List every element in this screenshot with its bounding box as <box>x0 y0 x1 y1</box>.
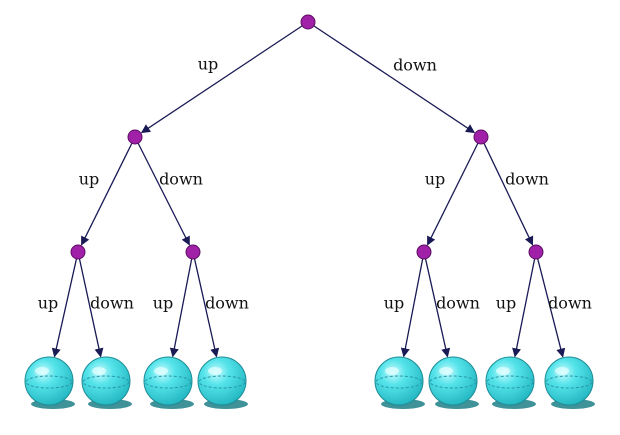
leaf-body <box>485 356 535 406</box>
branch-label-up: up <box>425 170 446 189</box>
edge-down <box>424 258 451 358</box>
leaf-sphere <box>428 356 479 409</box>
leaf-band <box>144 375 192 389</box>
branch-label-down: down <box>393 56 437 75</box>
leaves-layer <box>24 356 595 409</box>
edge-up <box>169 258 193 358</box>
leaf-band <box>375 375 423 389</box>
branch-label-down: down <box>159 170 203 189</box>
edge-up <box>400 258 424 358</box>
edge-up <box>51 258 78 358</box>
branch-label-down: down <box>90 294 134 313</box>
leaf-highlight <box>496 367 510 375</box>
edge-down <box>78 258 104 358</box>
branch-label-up: up <box>153 294 174 313</box>
edge-down <box>193 258 220 358</box>
leaf-body <box>24 356 74 406</box>
leaf-sphere <box>24 356 75 409</box>
leaf-highlight <box>555 367 569 375</box>
leaf-highlight <box>439 367 453 375</box>
leaf-band <box>429 375 477 389</box>
leaf-band <box>25 375 73 389</box>
leaf-body <box>428 356 478 406</box>
edge-down <box>137 142 190 246</box>
branch-label-down: down <box>205 294 249 313</box>
leaf-body <box>143 356 193 406</box>
leaf-sphere <box>81 356 132 409</box>
edge-up <box>140 25 303 134</box>
branch-label-down: down <box>548 294 592 313</box>
branch-label-up: up <box>198 55 219 74</box>
leaf-highlight <box>35 367 49 375</box>
leaf-highlight <box>385 367 399 375</box>
branch-label-down: down <box>505 170 549 189</box>
edge-down <box>313 25 476 134</box>
leaf-band <box>198 375 246 389</box>
edge-up <box>512 258 536 358</box>
tree-node <box>127 129 143 145</box>
edge-up <box>80 142 133 246</box>
edge-down <box>483 143 534 246</box>
leaf-sphere <box>485 356 536 409</box>
leaf-sphere <box>544 356 595 409</box>
branch-label-down: down <box>436 294 480 313</box>
leaf-body <box>81 356 131 406</box>
tree-node <box>185 244 201 260</box>
branch-label-up: up <box>38 294 59 313</box>
leaf-band <box>486 375 534 389</box>
nodes-layer <box>70 14 544 260</box>
leaf-highlight <box>92 367 106 375</box>
leaf-body <box>544 356 594 406</box>
edge-up <box>426 142 479 246</box>
branch-label-up: up <box>496 294 517 313</box>
tree-node <box>70 244 86 260</box>
branch-label-up: up <box>384 294 405 313</box>
edges-layer <box>51 25 566 358</box>
leaf-sphere <box>197 356 248 409</box>
tree-node <box>416 244 432 260</box>
leaf-band <box>545 375 593 389</box>
leaf-highlight <box>208 367 222 375</box>
leaf-sphere <box>143 356 194 409</box>
tree-node <box>528 244 544 260</box>
edge-down <box>537 258 566 358</box>
leaf-band <box>82 375 130 389</box>
leaf-sphere <box>374 356 425 409</box>
leaf-body <box>374 356 424 406</box>
root-node <box>300 14 316 30</box>
leaf-highlight <box>154 367 168 375</box>
branch-label-up: up <box>79 170 100 189</box>
tree-node <box>473 129 489 145</box>
leaf-body <box>197 356 247 406</box>
